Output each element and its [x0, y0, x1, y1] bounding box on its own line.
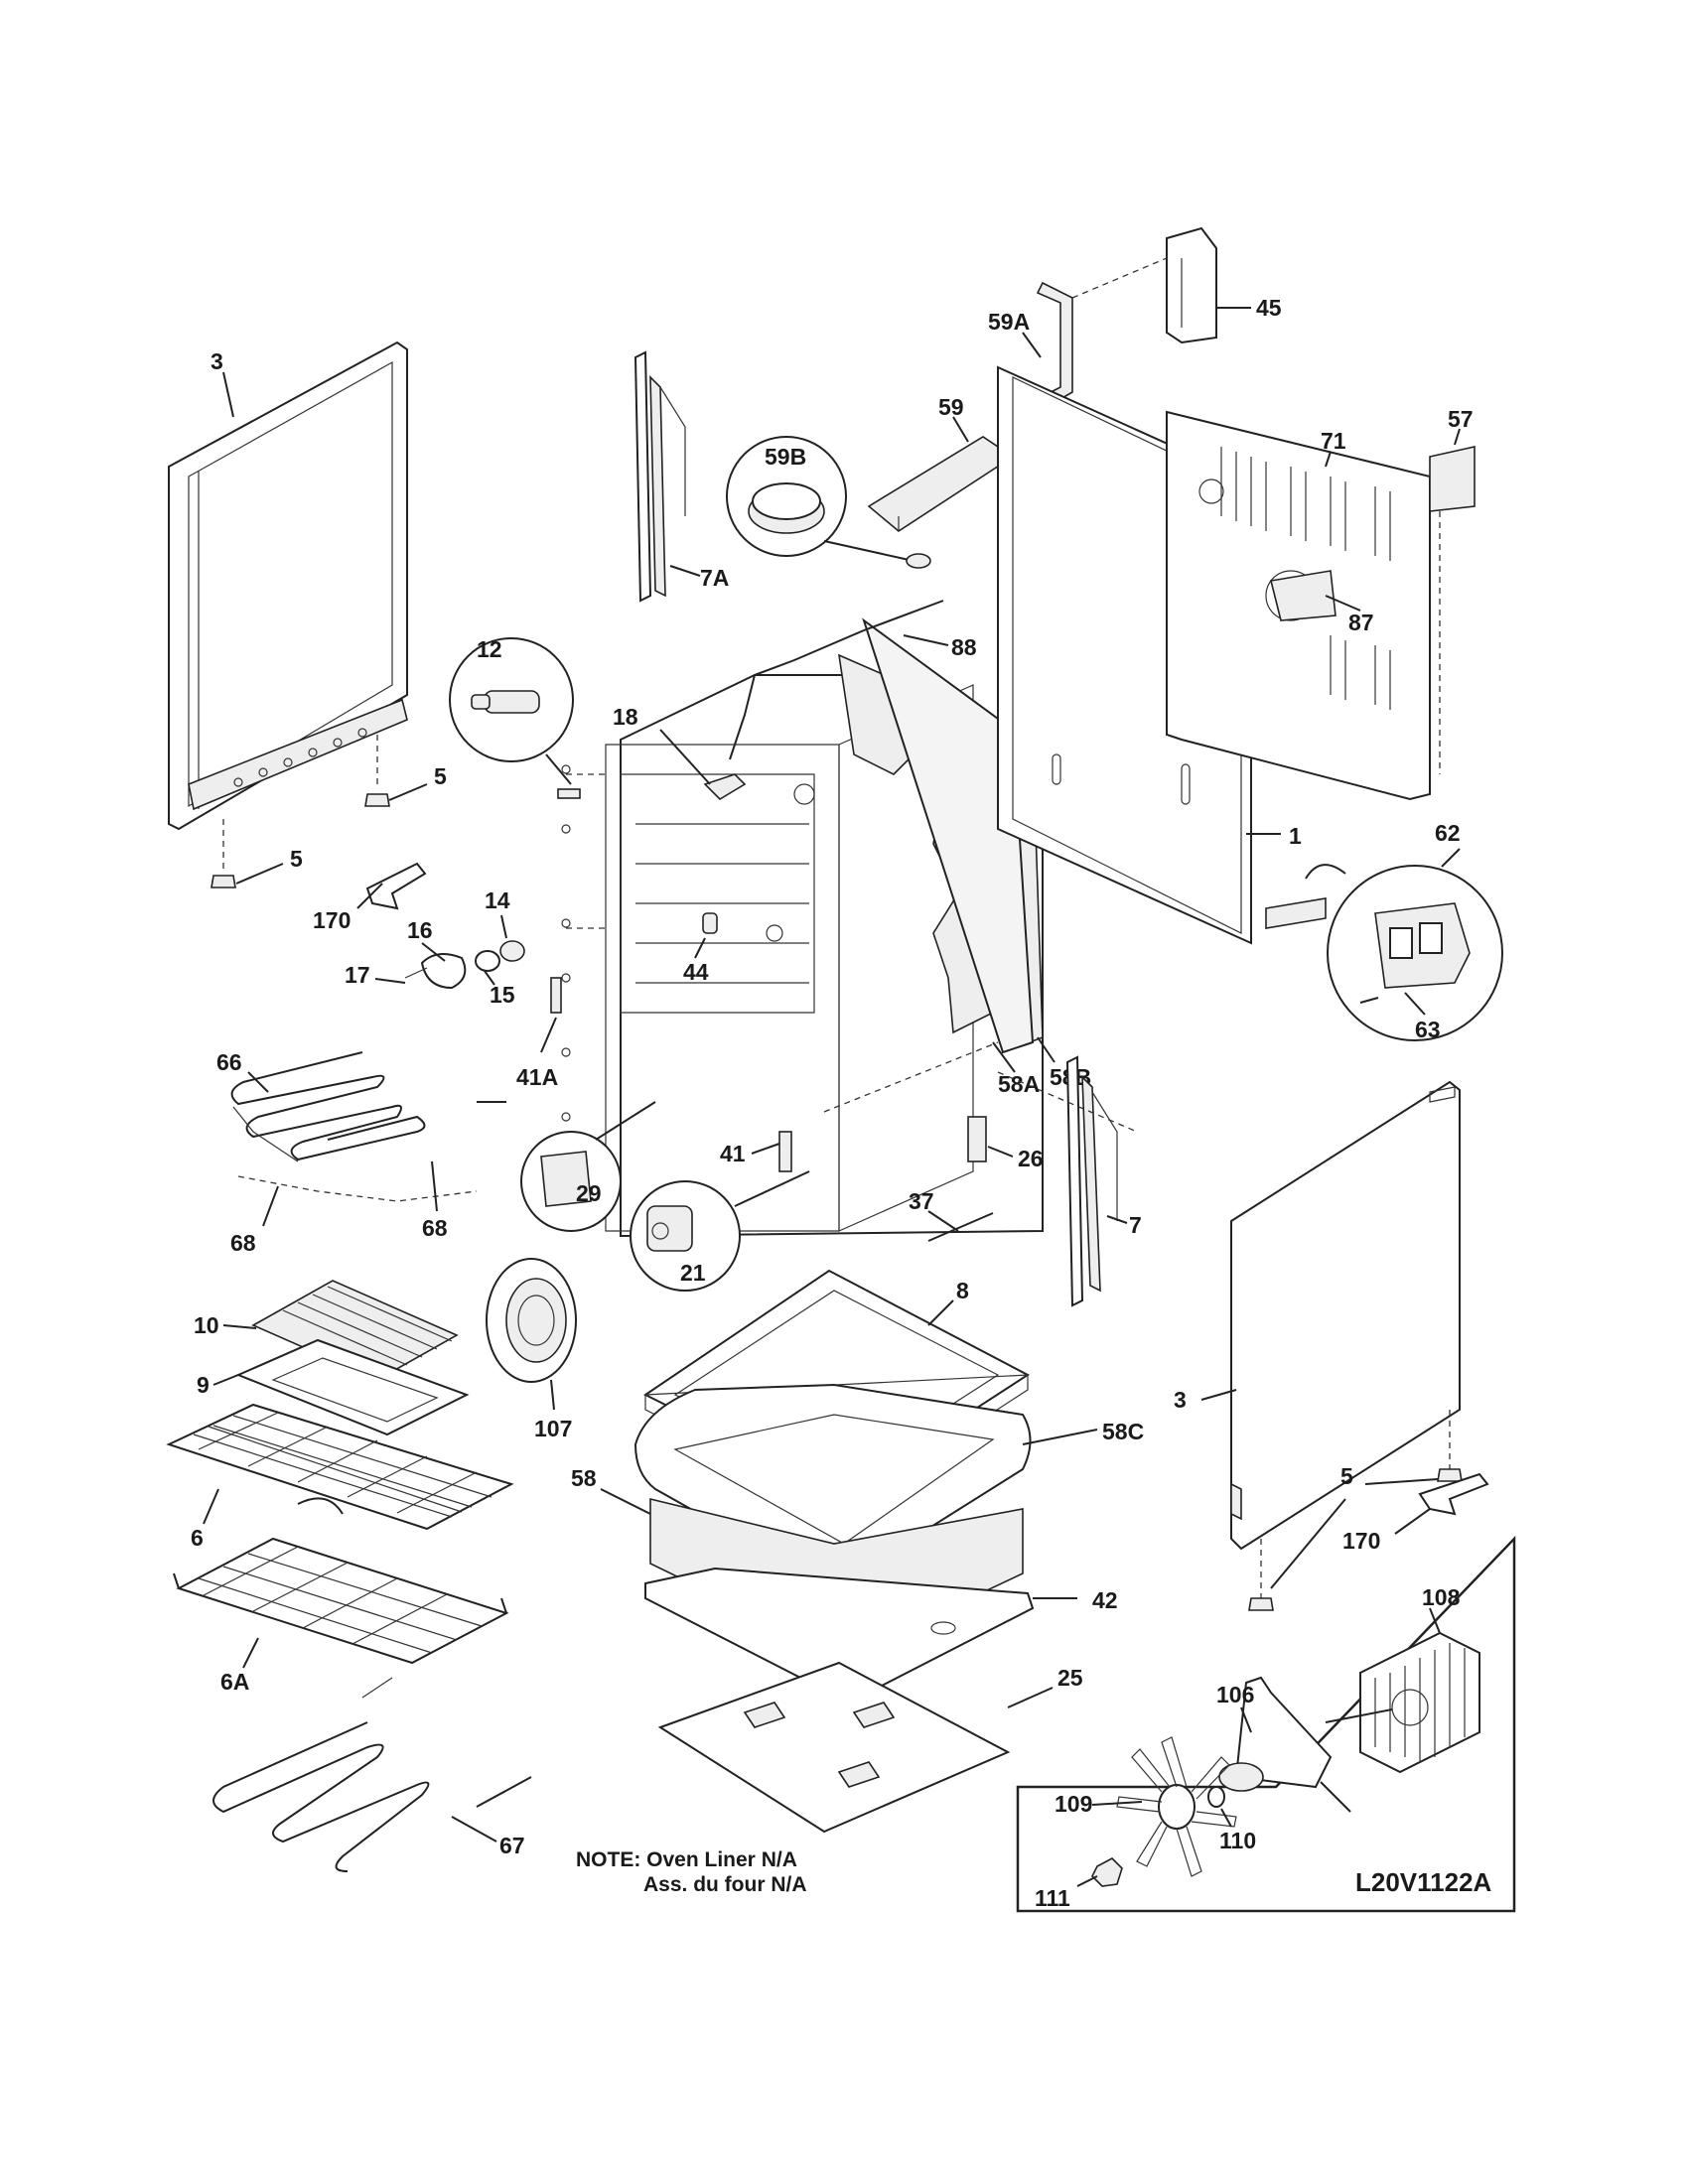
back-cover-71	[1166, 410, 1431, 801]
terminal-part	[557, 788, 581, 799]
label-59: 59	[938, 394, 964, 420]
label-1: 1	[1289, 823, 1302, 849]
leveling-leg	[1248, 1410, 1463, 1611]
side-panel-right	[1230, 1080, 1461, 1551]
bake-element-67	[212, 1677, 532, 1872]
label-15: 15	[490, 982, 515, 1008]
callout-circle-12	[449, 637, 574, 785]
callout-circle-59b	[726, 436, 931, 569]
screw-set	[561, 764, 571, 1122]
label-67: 67	[499, 1833, 525, 1858]
hinge-7a	[633, 350, 686, 603]
label-58c: 58C	[1102, 1419, 1144, 1444]
label-3-left: 3	[211, 348, 223, 374]
oven-rack-6	[166, 1403, 514, 1531]
label-58a: 58A	[998, 1071, 1040, 1097]
label-16: 16	[407, 917, 433, 943]
leveling-leg	[364, 735, 428, 807]
vent-duct-59	[867, 436, 1015, 532]
label-41a: 41A	[516, 1064, 558, 1090]
side-panel-left	[168, 341, 408, 831]
note-line-2: Ass. du four N/A	[643, 1873, 807, 1896]
oven-rack-6a	[173, 1497, 509, 1665]
label-59a: 59A	[988, 309, 1030, 335]
hinge-7	[1065, 1055, 1118, 1307]
leveling-leg	[211, 819, 284, 888]
label-9: 9	[197, 1372, 210, 1398]
diagram-code: L20V1122A	[1355, 1867, 1492, 1897]
label-8: 8	[956, 1278, 969, 1303]
broil-element-66	[230, 1051, 506, 1162]
bracket-41a	[550, 977, 562, 1014]
label-109: 109	[1055, 1791, 1092, 1817]
convection-fan-cover-107	[486, 1258, 577, 1383]
anti-tip-bracket-left	[365, 862, 427, 910]
sensor-44	[702, 912, 718, 934]
label-87: 87	[1348, 610, 1374, 635]
label-88: 88	[951, 634, 977, 660]
cover-plate-57	[1429, 446, 1476, 512]
bottom-plate-42	[644, 1567, 1035, 1705]
bracket-41	[778, 1131, 792, 1172]
label-26: 26	[1018, 1146, 1044, 1171]
drawer-bottom-25	[657, 1661, 1011, 1834]
label-41: 41	[720, 1141, 746, 1166]
label-14: 14	[485, 887, 510, 913]
label-68-right: 68	[422, 1215, 448, 1241]
label-21: 21	[680, 1260, 706, 1286]
label-59b: 59B	[765, 444, 806, 470]
switch-26	[967, 1116, 987, 1162]
sensor-bracket-18	[659, 729, 747, 801]
oven-light-assembly	[404, 940, 525, 990]
label-37: 37	[909, 1188, 934, 1214]
label-17: 17	[345, 962, 370, 988]
label-66: 66	[216, 1049, 242, 1075]
label-107: 107	[534, 1416, 572, 1441]
label-5-a: 5	[434, 763, 447, 789]
label-6a: 6A	[220, 1669, 249, 1695]
label-3-right: 3	[1174, 1387, 1187, 1413]
label-42: 42	[1092, 1587, 1118, 1613]
label-18: 18	[613, 704, 638, 730]
label-68-left: 68	[230, 1230, 256, 1256]
label-62: 62	[1435, 820, 1461, 846]
label-7a: 7A	[700, 565, 729, 591]
sensor-probe-37	[927, 1212, 994, 1242]
note-line-1: NOTE: Oven Liner N/A	[576, 1848, 797, 1871]
label-170-left: 170	[313, 907, 351, 933]
insulation-frame-58c	[633, 1383, 1032, 1584]
label-57: 57	[1448, 406, 1474, 432]
label-110: 110	[1219, 1828, 1256, 1853]
label-170-right: 170	[1342, 1528, 1380, 1554]
label-5-b: 5	[290, 846, 303, 872]
label-7: 7	[1129, 1212, 1142, 1238]
label-6: 6	[191, 1525, 204, 1551]
label-44: 44	[683, 959, 709, 985]
convection-fan-inset	[1016, 1535, 1516, 1913]
label-5-right: 5	[1340, 1463, 1353, 1489]
label-58: 58	[571, 1465, 597, 1491]
callout-circle-62	[1265, 864, 1503, 1041]
label-108: 108	[1422, 1584, 1461, 1610]
label-106: 106	[1216, 1682, 1254, 1707]
label-71: 71	[1321, 428, 1346, 454]
label-111: 111	[1035, 1885, 1070, 1911]
label-25: 25	[1057, 1665, 1083, 1691]
label-45: 45	[1256, 295, 1282, 321]
callout-circle-21	[630, 1170, 810, 1292]
vent-box-45	[1071, 226, 1217, 344]
wire-harness-88	[729, 600, 944, 760]
insulation-wrap	[837, 617, 1044, 1054]
label-63: 63	[1415, 1017, 1441, 1042]
callout-circle-29	[520, 1101, 656, 1232]
label-12: 12	[477, 636, 502, 662]
label-10: 10	[194, 1312, 219, 1338]
broil-pan-9	[235, 1338, 470, 1436]
element-gasket-68	[237, 1175, 478, 1202]
label-29: 29	[576, 1180, 602, 1206]
